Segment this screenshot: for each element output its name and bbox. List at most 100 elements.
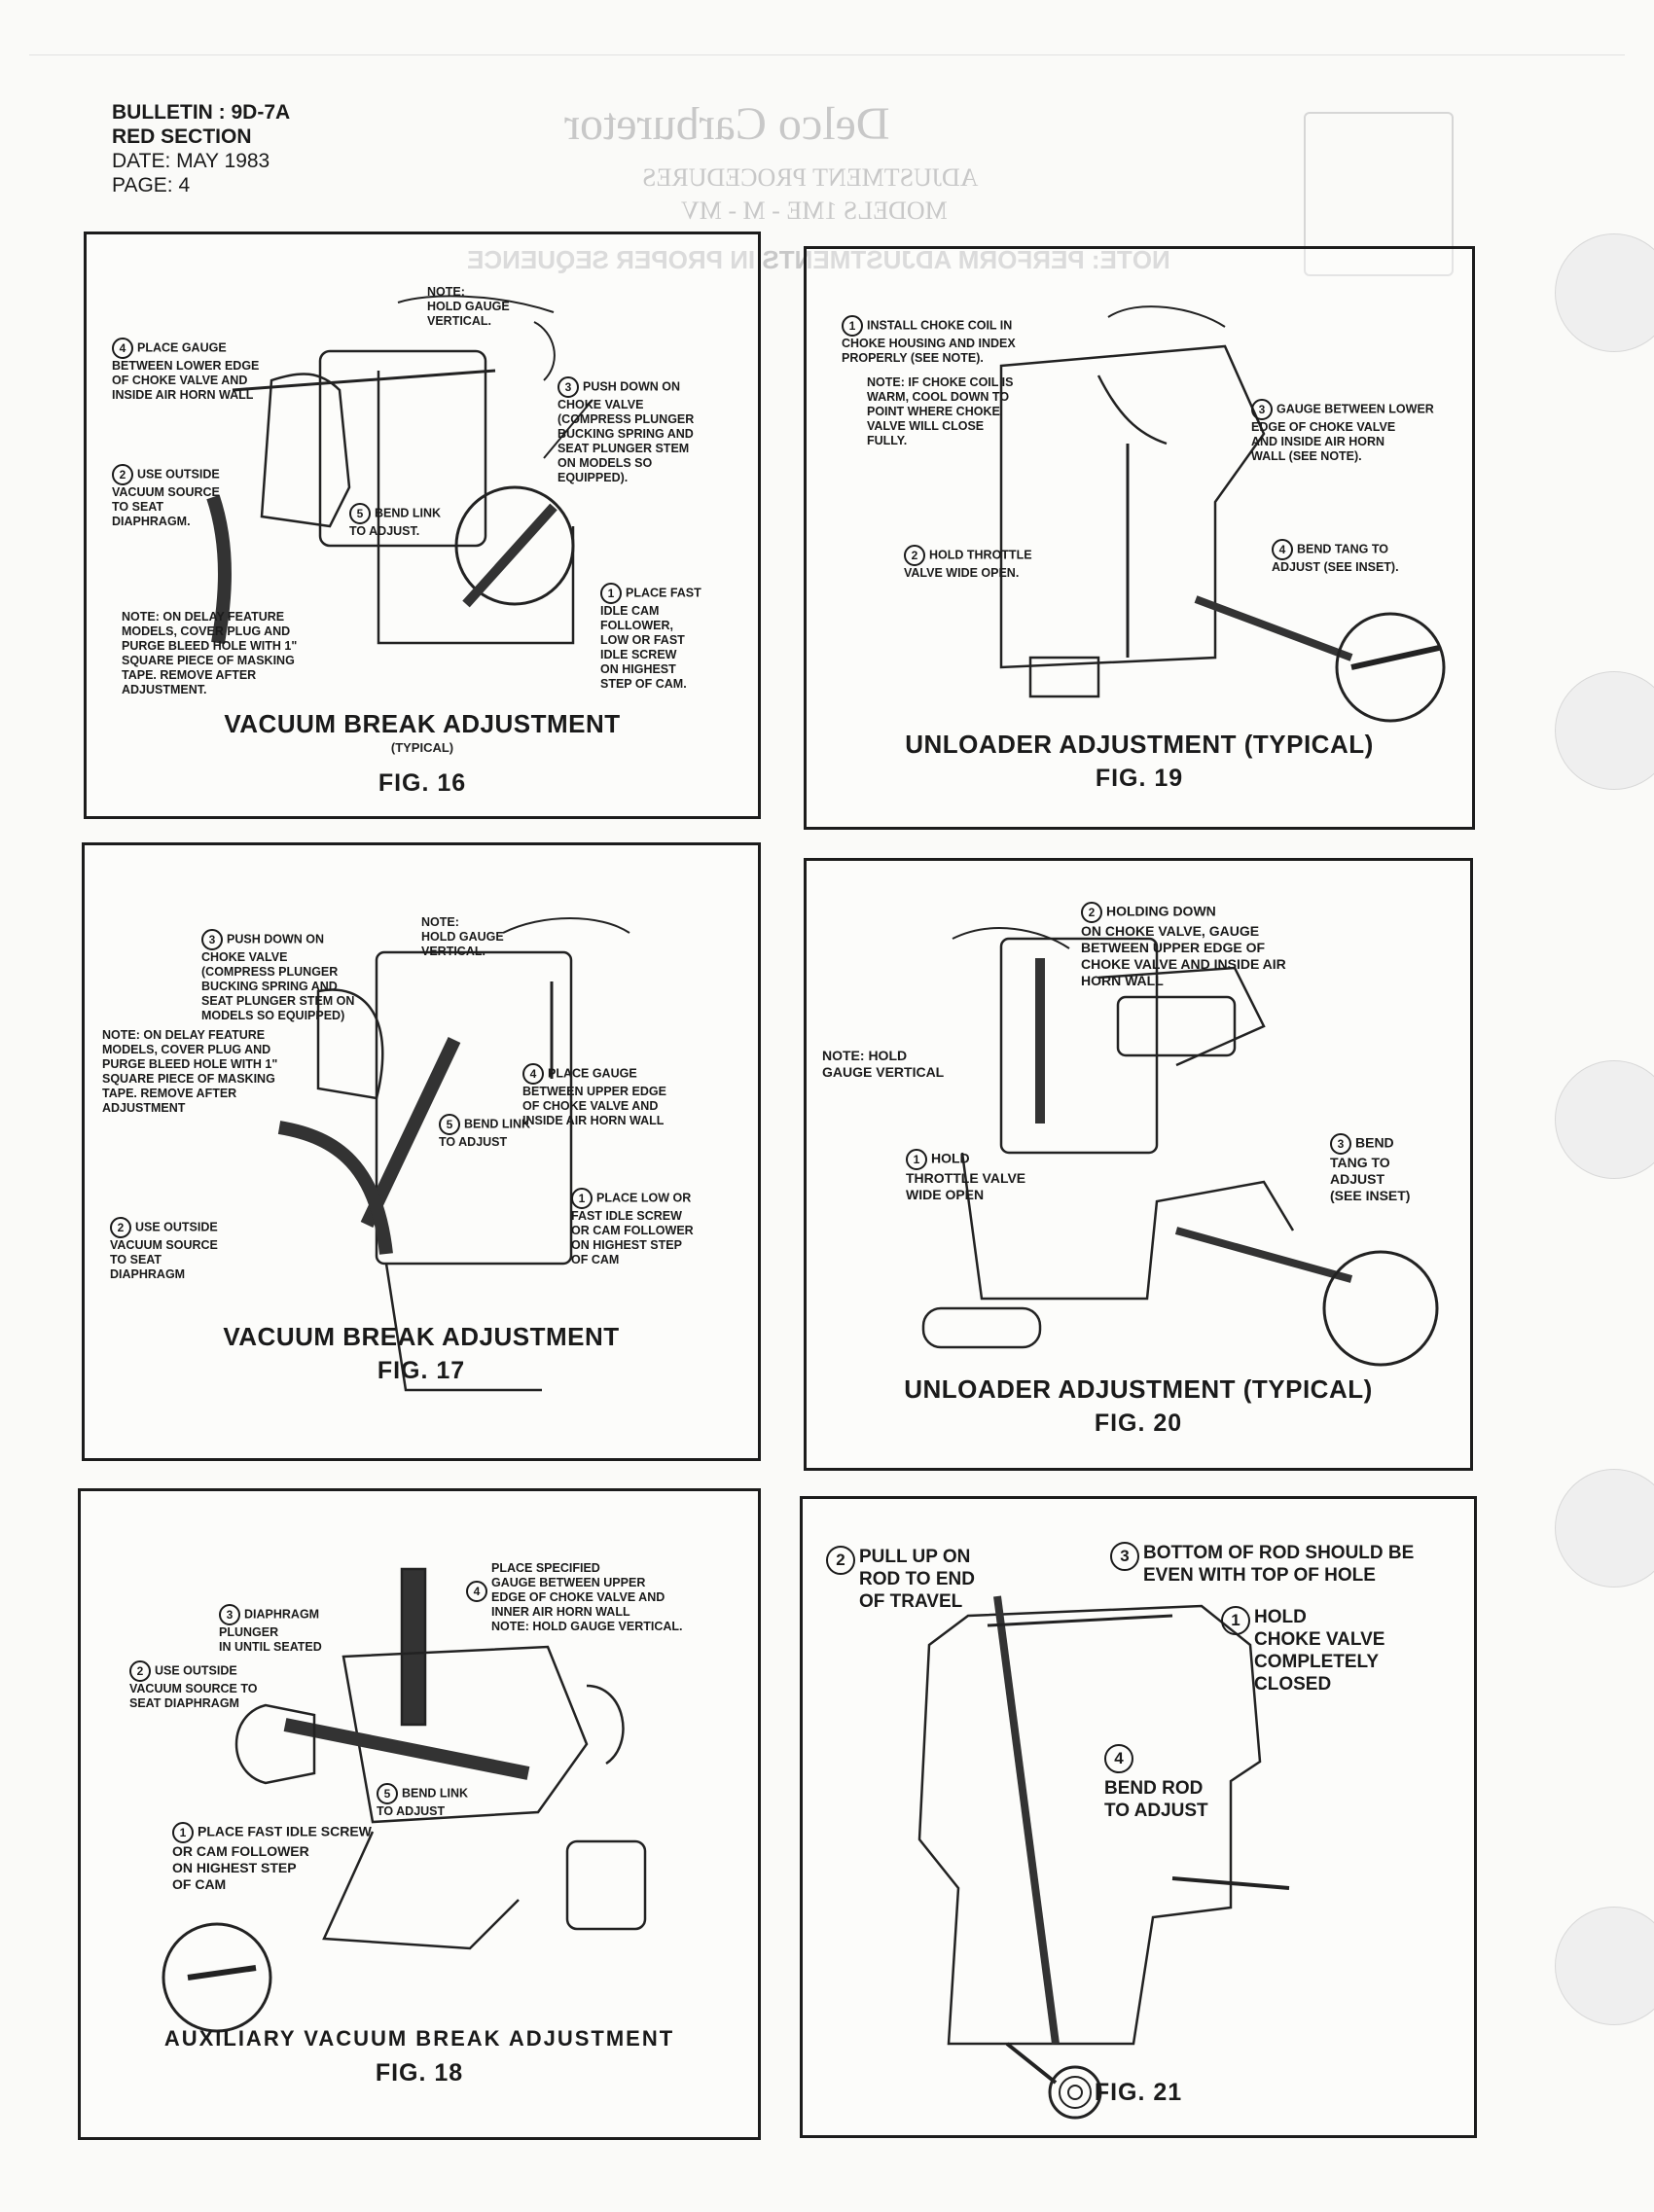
fig19-note-choke-coil: NOTE: IF CHOKE COIL IS WARM, COOL DOWN T…: [867, 375, 1014, 447]
fig16-subtitle: (TYPICAL): [390, 740, 454, 755]
fig17-callout-3-text: PUSH DOWN ON CHOKE VALVE (COMPRESS PLUNG…: [201, 932, 355, 1022]
fig16-callout-2-text: USE OUTSIDE VACUUM SOURCE TO SEAT DIAPHR…: [112, 467, 220, 528]
bleed-through-subtitle-1: ADJUSTMENT PROCEDURES: [642, 163, 979, 192]
fig16-delay-note: NOTE: ON DELAY FEATURE MODELS, COVER PLU…: [122, 610, 298, 696]
punch-hole-3: [1555, 1060, 1654, 1179]
fig17-title: VACUUM BREAK ADJUSTMENT: [223, 1322, 620, 1351]
bulletin-date: DATE: MAY 1983: [112, 150, 270, 172]
callout-number-icon: 1: [842, 315, 863, 337]
callout-number-icon: 5: [349, 503, 371, 524]
fig21-callout-2-text: PULL UP ON ROD TO END OF TRAVEL: [859, 1547, 975, 1612]
fig19-callout-3-text: GAUGE BETWEEN LOWER EDGE OF CHOKE VALVE …: [1251, 402, 1434, 463]
fig19-number: FIG. 19: [1095, 765, 1184, 792]
bulletin-header: BULLETIN : 9D-7A RED SECTION DATE: MAY 1…: [112, 100, 290, 197]
callout-number-icon: 1: [600, 583, 622, 604]
page-edge: [29, 54, 1625, 2186]
punch-hole-2: [1555, 671, 1654, 790]
fig17-note-hold-gauge: NOTE: HOLD GAUGE VERTICAL.: [421, 915, 504, 958]
callout-number-icon: 1: [172, 1822, 194, 1843]
callout-number-icon: 4: [112, 338, 133, 359]
fig17-callout-5-text: BEND LINK TO ADJUST: [439, 1117, 531, 1149]
bleed-through-title: Delco Carburetor: [564, 98, 890, 150]
fig20-callout-1-text: HOLD THROTTLE VALVE WIDE OPEN: [906, 1150, 1026, 1202]
fig20-callout-3-text: BEND TANG TO ADJUST (SEE INSET): [1330, 1134, 1411, 1203]
figure-19-illustration: [999, 305, 1446, 723]
fig16-title: VACUUM BREAK ADJUSTMENT: [224, 709, 621, 738]
fig17-callout-4-text: PLACE GAUGE BETWEEN UPPER EDGE OF CHOKE …: [522, 1066, 666, 1127]
callout-number-icon: 5: [377, 1783, 398, 1804]
figure-17-illustration: [277, 917, 630, 1392]
callout-number-icon: 5: [439, 1114, 460, 1135]
punch-hole-5: [1555, 1907, 1654, 2025]
fig21-number: FIG. 21: [1094, 2079, 1183, 2106]
fig19-title: UNLOADER ADJUSTMENT (TYPICAL): [905, 730, 1374, 759]
fig21-callout-1-text: HOLD CHOKE VALVE COMPLETELY CLOSED: [1254, 1607, 1385, 1695]
bleed-through-subtitle-2: MODELS 1ME - M - MV: [681, 196, 948, 225]
callout-number-icon: 3: [1110, 1542, 1139, 1571]
figure-18-illustration: [162, 1567, 647, 2033]
fig17-callout-2-text: USE OUTSIDE VACUUM SOURCE TO SEAT DIAPHR…: [110, 1220, 218, 1281]
callout-number-icon: 4: [1272, 539, 1293, 560]
fig19-callout-2-text: HOLD THROTTLE VALVE WIDE OPEN.: [904, 548, 1032, 580]
fig18-title: AUXILIARY VACUUM BREAK ADJUSTMENT: [163, 2026, 675, 2051]
fig18-callout-4-text: PLACE SPECIFIED GAUGE BETWEEN UPPER EDGE…: [491, 1561, 683, 1633]
fig18-number: FIG. 18: [375, 2059, 464, 2087]
callout-number-icon: 2: [1081, 902, 1102, 923]
bulletin-number: BULLETIN : 9D-7A: [112, 101, 291, 124]
fig20-title: UNLOADER ADJUSTMENT (TYPICAL): [904, 1374, 1373, 1404]
callout-number-icon: 1: [906, 1149, 927, 1170]
callout-number-icon: 3: [219, 1604, 240, 1625]
fig18-callout-5-text: BEND LINK TO ADJUST: [377, 1786, 469, 1818]
callout-number-icon: 3: [1251, 399, 1273, 420]
fig20-callout-2-text: HOLDING DOWN ON CHOKE VALVE, GAUGE BETWE…: [1081, 903, 1286, 988]
callout-number-icon: 1: [1221, 1606, 1250, 1635]
bulletin-page-number: PAGE: 4: [112, 174, 191, 196]
fig16-callout-5-text: BEND LINK TO ADJUST.: [349, 506, 442, 538]
fig20-note-hold-gauge: NOTE: HOLD GAUGE VERTICAL: [822, 1048, 945, 1080]
callout-number-icon: 4: [466, 1581, 487, 1602]
figure-21-illustration: [917, 1595, 1290, 2120]
fig16-number: FIG. 16: [378, 769, 467, 797]
fig21-callout-4-text: BEND ROD TO ADJUST: [1104, 1778, 1208, 1821]
callout-number-icon: 2: [904, 545, 925, 566]
callout-number-icon: 2: [129, 1660, 151, 1682]
fig20-number: FIG. 20: [1094, 1409, 1183, 1437]
callout-number-icon: 1: [571, 1188, 593, 1209]
fig21-callout-3-text: BOTTOM OF ROD SHOULD BE EVEN WITH TOP OF…: [1143, 1543, 1415, 1586]
callout-number-icon: 2: [110, 1217, 131, 1238]
callout-number-icon: 2: [826, 1546, 855, 1575]
bulletin-section: RED SECTION: [112, 125, 252, 148]
callout-number-icon: 3: [557, 376, 579, 398]
fig19-callout-4-text: BEND TANG TO ADJUST (SEE INSET).: [1272, 542, 1399, 574]
fig16-callout-1-text: PLACE FAST IDLE CAM FOLLOWER, LOW OR FAS…: [600, 586, 701, 691]
fig17-number: FIG. 17: [377, 1357, 466, 1384]
callout-number-icon: 4: [522, 1063, 544, 1085]
fig16-note-hold-gauge: NOTE: HOLD GAUGE VERTICAL.: [427, 285, 510, 328]
